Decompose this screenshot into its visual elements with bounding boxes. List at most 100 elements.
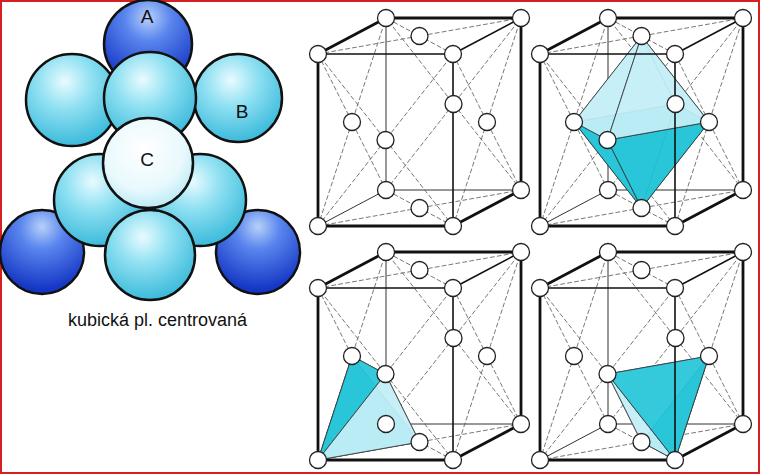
sphere bbox=[103, 118, 193, 208]
atom bbox=[701, 348, 718, 365]
cube-outline bbox=[540, 459, 675, 462]
face-diagonal bbox=[453, 288, 521, 424]
atom bbox=[600, 244, 617, 261]
caption: kubická pl. centrovaná bbox=[10, 309, 305, 331]
face-diagonal bbox=[318, 288, 453, 460]
cube-edge bbox=[675, 18, 743, 54]
cube-outline bbox=[742, 252, 745, 424]
cube-outline bbox=[520, 18, 523, 190]
face-diagonal bbox=[540, 288, 608, 424]
cube-outline bbox=[675, 424, 743, 460]
cube-outline bbox=[318, 225, 453, 228]
cube-outline bbox=[318, 459, 453, 462]
face-diagonal bbox=[453, 252, 521, 460]
cube-outline bbox=[317, 288, 320, 460]
atom bbox=[411, 262, 428, 279]
cube-edge bbox=[452, 54, 454, 226]
cube-outline bbox=[453, 190, 521, 226]
atom bbox=[566, 114, 583, 131]
atom bbox=[479, 114, 496, 131]
cube-outline bbox=[386, 251, 521, 254]
hidden-edge bbox=[386, 18, 387, 190]
atom bbox=[599, 132, 616, 149]
atom bbox=[344, 114, 361, 131]
atom bbox=[445, 46, 462, 63]
void-face bbox=[318, 374, 420, 460]
cube-edge bbox=[318, 287, 453, 289]
cube-edge bbox=[674, 288, 676, 460]
atom bbox=[667, 46, 684, 63]
atom bbox=[513, 416, 530, 433]
cube-outline bbox=[608, 17, 743, 20]
atom bbox=[532, 280, 549, 297]
atom bbox=[532, 452, 549, 469]
atom bbox=[532, 218, 549, 235]
atom bbox=[377, 132, 394, 149]
atom bbox=[378, 182, 395, 199]
atom bbox=[667, 218, 684, 235]
atom bbox=[599, 366, 616, 383]
atom bbox=[445, 96, 462, 113]
cube-outline bbox=[453, 424, 521, 460]
cube-edge bbox=[674, 54, 676, 226]
atom bbox=[411, 28, 428, 45]
face-diagonal bbox=[386, 190, 453, 226]
cube-outline bbox=[539, 288, 542, 460]
cube-outline bbox=[742, 18, 745, 190]
face-diagonal bbox=[318, 54, 453, 226]
sphere-label-box: B bbox=[234, 99, 251, 125]
face-diagonal bbox=[318, 18, 386, 226]
void-face bbox=[608, 36, 710, 140]
atom bbox=[600, 416, 617, 433]
atom bbox=[445, 280, 462, 297]
atom bbox=[667, 330, 684, 347]
atom bbox=[701, 114, 718, 131]
atom bbox=[566, 348, 583, 365]
layer-letter: B bbox=[236, 101, 249, 123]
atom bbox=[445, 452, 462, 469]
atom bbox=[378, 416, 395, 433]
cube-outline bbox=[317, 54, 320, 226]
atom bbox=[633, 262, 650, 279]
atom bbox=[378, 10, 395, 27]
atom bbox=[411, 200, 428, 217]
cube-edge bbox=[453, 18, 521, 54]
atom bbox=[378, 244, 395, 261]
cube-outline bbox=[318, 18, 386, 54]
face-diagonal bbox=[318, 18, 521, 54]
atom bbox=[411, 434, 428, 451]
fcc-unit-cell bbox=[310, 10, 530, 235]
face-diagonal bbox=[318, 190, 521, 226]
atom bbox=[600, 182, 617, 199]
cube-edge bbox=[675, 252, 743, 288]
cube-outline bbox=[540, 18, 608, 54]
face-diagonal bbox=[318, 54, 453, 226]
atom bbox=[513, 10, 530, 27]
atom bbox=[513, 182, 530, 199]
atom bbox=[445, 330, 462, 347]
face-diagonal bbox=[540, 252, 608, 460]
atom bbox=[735, 244, 752, 261]
face-diagonal bbox=[608, 252, 675, 288]
atom bbox=[310, 218, 327, 235]
atom bbox=[667, 96, 684, 113]
fcc-unit-cell bbox=[532, 244, 752, 469]
atom bbox=[633, 434, 650, 451]
layer-letter: C bbox=[140, 149, 154, 171]
atom bbox=[310, 46, 327, 63]
atom bbox=[310, 452, 327, 469]
atom bbox=[445, 218, 462, 235]
face-diagonal bbox=[318, 252, 521, 288]
sphere-packing bbox=[0, 0, 300, 300]
hidden-edge bbox=[608, 252, 609, 424]
sphere-label-box: C bbox=[138, 147, 156, 173]
atom bbox=[735, 182, 752, 199]
cube-outline bbox=[520, 252, 523, 424]
layer-letter: A bbox=[141, 6, 154, 28]
cube-edge bbox=[453, 252, 521, 288]
atom bbox=[377, 366, 394, 383]
cube-edge bbox=[540, 53, 675, 55]
